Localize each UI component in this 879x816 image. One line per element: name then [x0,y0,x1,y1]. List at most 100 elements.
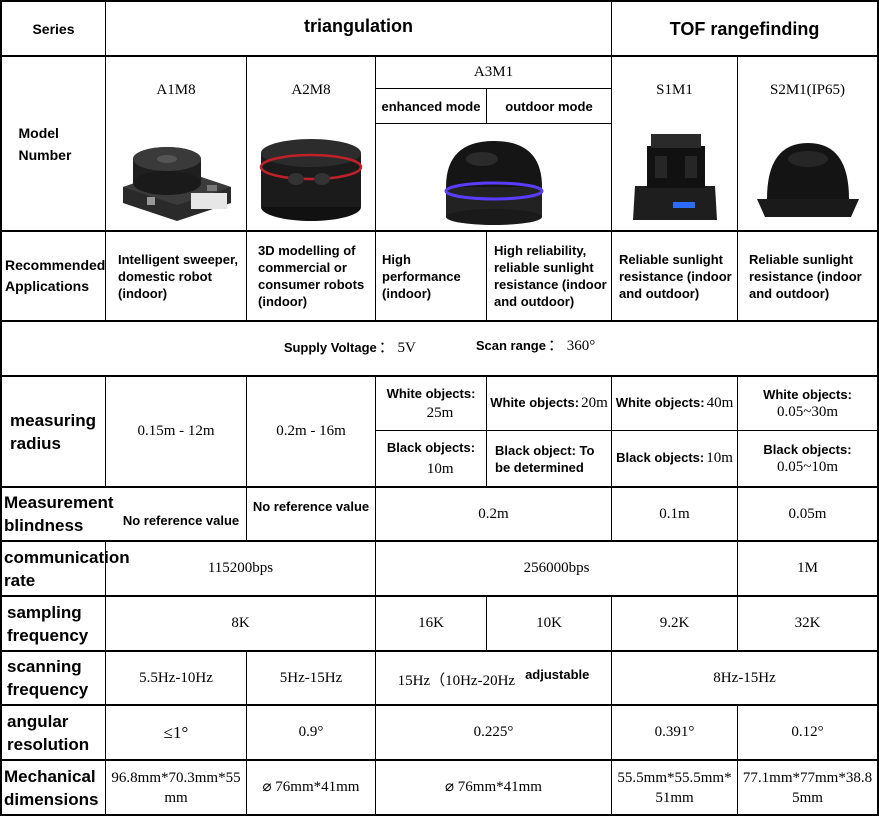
rule-model-bottom [0,230,879,232]
radius-s1m1-black-label: Black objects: [616,450,705,465]
device-image-a1m8 [106,124,246,230]
device-image-s2m1 [738,124,877,230]
rule-v-label-2 [105,376,106,486]
radius-a2m8: 0.2m - 16m [276,423,346,439]
rule-v-s1s2 [737,56,738,320]
app-a2m8: 3D modelling of commercial or consumer r… [258,243,365,309]
rule-v-s1s2-2 [737,376,738,595]
angular-s1m1: 0.391° [654,724,695,740]
radius-a3m1-out-white-value: 20m [581,395,608,411]
app-a1m8: Intelligent sweeper, domestic robot (ind… [118,251,238,301]
mode-outdoor: outdoor mode [505,98,593,114]
model-a2m8: A2M8 [291,81,331,98]
app-s1m1: Reliable sunlight resistance (indoor and… [619,251,732,301]
blindness-a2m8: No reference value [252,498,370,514]
rule-v-a3s1-3 [611,596,612,650]
model-a3m1: A3M1 [473,64,514,80]
s2m1-lidar-icon [756,143,859,217]
model-number-label: Model Number [2,57,105,230]
radius-s1m1-white-value: 40m [706,395,734,411]
app-s2m1: Reliable sunlight resistance (indoor and… [749,251,862,301]
scanning-label-text: scanning frequency [7,657,89,699]
rule-v-a3-modes-3 [486,376,487,486]
comm-s2m1: 1M [797,560,818,576]
common-row: Supply Voltage ： 5V Scan range ： 360° [2,322,877,375]
rule-v-a3-modes [486,89,487,123]
supply-voltage-label: Supply Voltage [283,340,377,355]
supply-voltage: Supply Voltage ： 5V [284,339,416,358]
rule-v-a1a2-2 [246,376,247,542]
rule-apps-bottom [0,320,879,322]
blindness-a1m8: No reference value [122,512,240,528]
radius-label: measuring radius [2,377,105,486]
rule-v-a1a2 [246,56,247,320]
rule-angular-bottom [0,759,879,761]
radius-s1m1-white-label: White objects: [615,395,705,410]
rule-v-s1s2-4 [737,706,738,815]
blindness-label: Measurement blindness [2,488,114,540]
radius-a3m1-enh-black-value: 10m [426,460,454,477]
rule-blind-bottom [0,540,879,542]
scanning-a2m8: 5Hz-15Hz [279,669,343,686]
sampling-label-text: sampling frequency [7,602,89,645]
radius-label-text: measuring radius [10,410,96,453]
angular-label: angular resolution [2,706,105,759]
radius-s2m1-black-label: Black objects: [763,441,852,457]
rule-comm-bottom [0,595,879,597]
rule-top [0,0,879,2]
rule-v-label [105,0,106,320]
series-label: Series [32,20,75,37]
dimensions-s2m1: 77.1mm*77mm*38.85mm [742,769,873,806]
dimensions-a3m1: ⌀ 76mm*41mm [445,779,542,795]
dimensions-label: Mechanical dimensions [2,761,105,814]
model-a1m8: A1M8 [156,81,196,98]
radius-a3m1-out-white: White objects: 20m [487,377,611,430]
model-number-label-text: Model Number [18,124,72,163]
rule-sampling-bottom [0,650,879,652]
angular-s2m1: 0.12° [791,724,824,740]
a1m8-lidar-icon [123,147,231,221]
radius-a3m1-enh-black: Black objects: 10m [376,431,486,486]
model-s1m1: S1M1 [656,81,693,98]
radius-s2m1-white-value: 0.05~30m [776,403,839,420]
radius-a3m1-enh-black-label: Black objects: [386,439,476,455]
rule-radius-bottom [0,486,879,488]
scan-range-value: ： 360° [547,338,596,354]
rule-v-a3s1-5 [611,706,612,815]
applications-label: Recommended Applications [2,232,105,320]
triangulation-header: triangulation [304,16,413,36]
radius-a3m1-enh-white: White objects: 25m [376,377,486,430]
comm-label-text: communication rate [4,547,130,590]
comm-a1-a2: 115200bps [207,560,274,576]
radius-a3m1-enh-white-value: 25m [426,404,454,421]
sampling-s2m1: 32K [794,615,821,631]
rule-left [0,0,2,816]
angular-a3m1: 0.225° [473,724,514,740]
blindness-s1m1: 0.1m [659,505,690,522]
device-image-a3m1 [376,124,611,230]
radius-a3m1-enh-white-label: White objects: [386,385,476,401]
model-s2m1: S2M1(IP65) [769,81,845,98]
sampling-label: sampling frequency [2,597,105,650]
rule-v-a3s1 [611,0,612,320]
scanning-a1m8: 5.5Hz-10Hz [139,669,213,686]
scanning-a3m1-value: 15Hz（10Hz-20Hz [397,672,516,689]
radius-s2m1-white-label: White objects: [763,386,852,402]
angular-a2m8: 0.9° [298,724,324,740]
dimensions-a1m8: 96.8mm*70.3mm*55mm [111,769,241,806]
rule-v-s1s2-3 [737,596,738,650]
mode-enhanced: enhanced mode [381,98,481,114]
rule-v-a3-modes-4 [486,596,487,650]
s1m1-lidar-icon [632,134,717,220]
rule-v-a3s1-4 [611,651,612,706]
dimensions-label-text: Mechanical dimensions [4,766,99,809]
dimensions-a2m8: ⌀ 76mm*41mm [262,779,360,795]
rule-v-a1a2-4 [246,706,247,815]
sampling-a1-a2: 8K [231,615,250,631]
radius-a3m1-out-white-label: White objects: [490,395,580,410]
app-a3m1-outdoor: High reliability, reliable sunlight resi… [494,243,607,309]
scan-range-label: Scan range [475,338,546,353]
rule-common-bottom [0,375,879,377]
radius-s2m1-black: Black objects: 0.05~10m [738,431,877,486]
